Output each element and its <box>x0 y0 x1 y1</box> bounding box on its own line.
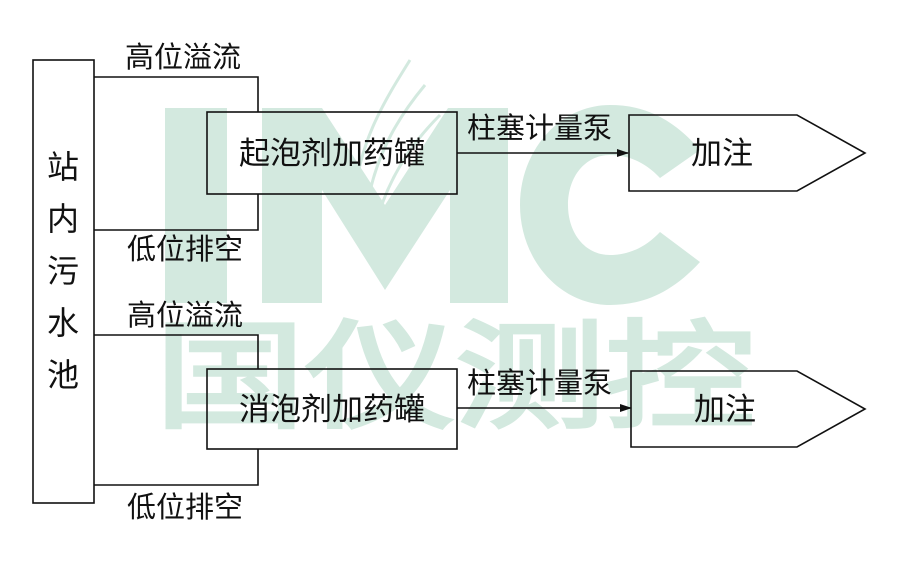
overflow-label: 高位溢流 <box>127 298 243 332</box>
outlet-shape <box>628 114 867 192</box>
branch-foaming-agent: 高位溢流 低位排空 起泡剂加药罐 柱塞计量泵 加注 <box>94 40 867 266</box>
watermark: 国仪测控 <box>155 59 755 446</box>
drain-pipe <box>94 194 259 231</box>
watermark-leaf <box>353 59 442 211</box>
pump-label: 柱塞计量泵 <box>467 111 612 145</box>
overflow-label: 高位溢流 <box>125 40 241 74</box>
watermark-subtext: 国仪测控 <box>155 308 755 446</box>
outlet-label: 加注 <box>694 392 756 428</box>
drain-pipe <box>94 449 259 486</box>
tank-label: 起泡剂加药罐 <box>239 136 425 172</box>
outlet-label: 加注 <box>691 136 753 172</box>
tank-label: 消泡剂加药罐 <box>239 392 425 428</box>
pool-label-char: 内 <box>47 200 79 238</box>
outlet-shape <box>630 370 867 448</box>
pool-label-char: 水 <box>47 304 79 342</box>
drain-label: 低位排空 <box>127 232 243 266</box>
pool-label-char: 站 <box>47 148 79 186</box>
pool-label-char: 污 <box>47 252 79 290</box>
pump-label: 柱塞计量泵 <box>467 366 612 400</box>
pool-label-char: 池 <box>47 356 79 394</box>
overflow-pipe <box>94 76 259 112</box>
watermark-logo <box>165 105 700 305</box>
branch-defoaming-agent: 高位溢流 低位排空 消泡剂加药罐 柱塞计量泵 加注 <box>94 298 867 524</box>
overflow-pipe <box>94 334 259 369</box>
sewage-pool <box>32 59 95 504</box>
drain-label: 低位排空 <box>127 490 243 524</box>
tank-box <box>206 368 458 450</box>
